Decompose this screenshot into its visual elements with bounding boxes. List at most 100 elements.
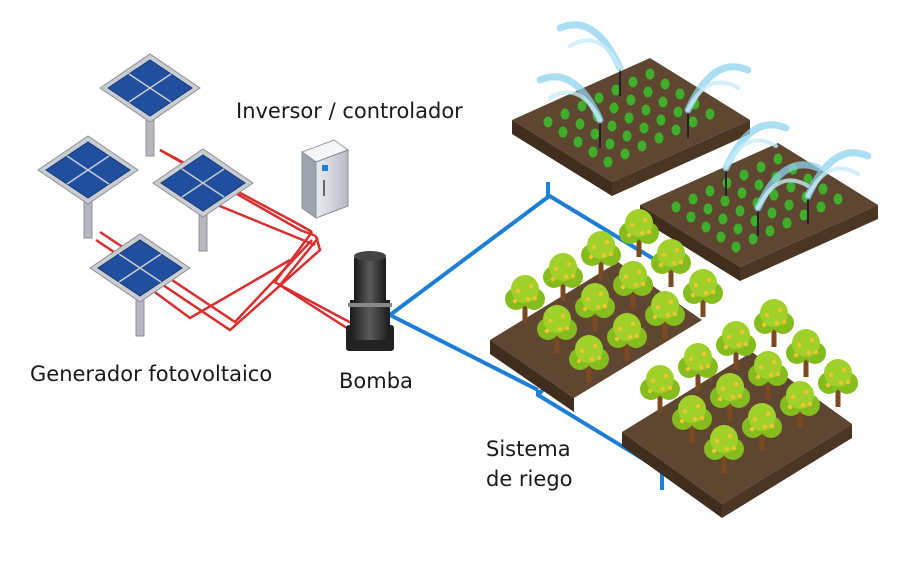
pump-label: Bomba (339, 369, 413, 393)
crop-plant-icon (620, 148, 630, 160)
crop-plant-icon (703, 203, 713, 215)
sprinkler-icon (684, 63, 752, 138)
crop-plant-icon (675, 88, 685, 100)
crop-plant-icon (735, 205, 745, 217)
crop-plant-icon (816, 201, 826, 213)
crop-plant-icon (754, 179, 764, 191)
sprinkler-icon (804, 149, 872, 224)
fruit-tree-icon (581, 231, 621, 279)
crop-plant-icon (577, 100, 587, 112)
sprinkler-icon (722, 121, 790, 196)
crop-plant-icon (731, 241, 741, 253)
fruit-tree-icon (537, 305, 577, 353)
crop-plant-icon (701, 221, 711, 233)
crop-plant-icon (767, 207, 777, 219)
fruit-tree-icon (754, 299, 794, 347)
solar-panel-icon (37, 135, 139, 239)
sprinkler-icon (556, 21, 624, 96)
crop-plant-icon (705, 108, 715, 120)
fruit-tree-icon (742, 403, 782, 451)
crop-plant-icon (786, 181, 796, 193)
crop-plant-icon (818, 183, 828, 195)
fruit-tree-icon (505, 275, 545, 323)
crop-plant-icon (803, 173, 813, 185)
fruit-tree-icon (704, 425, 744, 473)
crop-plant-icon (782, 217, 792, 229)
crop-plant-icon (769, 189, 779, 201)
crop-plant-icon (607, 120, 617, 132)
crop-plant-icon (543, 116, 553, 128)
fruit-tree-icon (716, 321, 756, 369)
crop-plant-icon (748, 233, 758, 245)
sprinklers (536, 21, 872, 236)
fruit-tree-icon (780, 381, 820, 429)
fruit-tree-icon (645, 291, 685, 339)
crop-plant-icon (671, 124, 681, 136)
crop-plant-icon (594, 92, 604, 104)
irrigation-label-line2: de riego (486, 467, 573, 491)
crop-plant-icon (622, 130, 632, 142)
fruit-tree-icon (640, 365, 680, 413)
crop-plant-icon (573, 136, 583, 148)
crop-plant-icon (637, 140, 647, 152)
crop-plant-icon (654, 132, 664, 144)
inverter-label: Inversor / controlador (236, 99, 463, 123)
solar-panel-icon (152, 148, 254, 252)
crop-plant-icon (624, 112, 634, 124)
crop-plant-icon (558, 126, 568, 138)
crop-plant-icon (737, 187, 747, 199)
crop-plant-icon (611, 84, 621, 96)
fruit-tree-icon (569, 335, 609, 383)
pump-icon (346, 251, 394, 351)
fruit-tree-icon (651, 239, 691, 287)
crop-plant-icon (773, 153, 783, 165)
crop-plant-icon (799, 209, 809, 221)
fruit-tree-icon (575, 283, 615, 331)
solar-panels (37, 53, 254, 337)
inverter-cabinet-icon (300, 139, 350, 219)
crop-plant-icon (628, 76, 638, 88)
crop-plant-icon (658, 96, 668, 108)
solar-panel-icon (99, 53, 201, 157)
crop-plant-icon (639, 122, 649, 134)
fruit-tree-icon (818, 359, 858, 407)
irrigation-label-line1: Sistema (486, 437, 571, 461)
crop-plant-icon (626, 94, 636, 106)
sprinkler-icon (754, 161, 822, 236)
fruit-tree-icon (607, 313, 647, 361)
crop-plant-icon (673, 106, 683, 118)
crop-plant-icon (756, 161, 766, 173)
crop-plant-icon (575, 118, 585, 130)
solar-panel-icon (89, 233, 191, 337)
fruit-tree-icon (786, 329, 826, 377)
irrigation-label: Sistema de riego (486, 434, 573, 494)
crop-plant-icon (588, 146, 598, 158)
crop-plant-icon (688, 193, 698, 205)
crop-plant-icon (716, 231, 726, 243)
crop-plant-icon (560, 108, 570, 120)
generator-label: Generador fotovoltaico (30, 362, 273, 386)
crop-plant-icon (645, 68, 655, 80)
fruit-tree-icon (748, 351, 788, 399)
crop-plant-icon (605, 138, 615, 150)
crop-plant-icon (705, 185, 715, 197)
fruit-tree-icon (543, 253, 583, 301)
crop-plant-icon (660, 78, 670, 90)
crop-plant-icon (720, 195, 730, 207)
crop-plant-icon (733, 223, 743, 235)
crop-plant-icon (686, 211, 696, 223)
crop-plant-icon (641, 104, 651, 116)
crop-plant-icon (739, 169, 749, 181)
crop-plant-icon (590, 128, 600, 140)
crop-plant-icon (833, 193, 843, 205)
crop-plant-icon (603, 156, 613, 168)
sprinkler-icon (536, 73, 604, 148)
orchard-left (490, 209, 723, 412)
crop-plant-icon (609, 102, 619, 114)
fruit-tree-icon (613, 261, 653, 309)
fruit-tree-icon (710, 373, 750, 421)
fruit-tree-icon (678, 343, 718, 391)
fruit-tree-icon (683, 269, 723, 317)
crop-plant-icon (765, 225, 775, 237)
